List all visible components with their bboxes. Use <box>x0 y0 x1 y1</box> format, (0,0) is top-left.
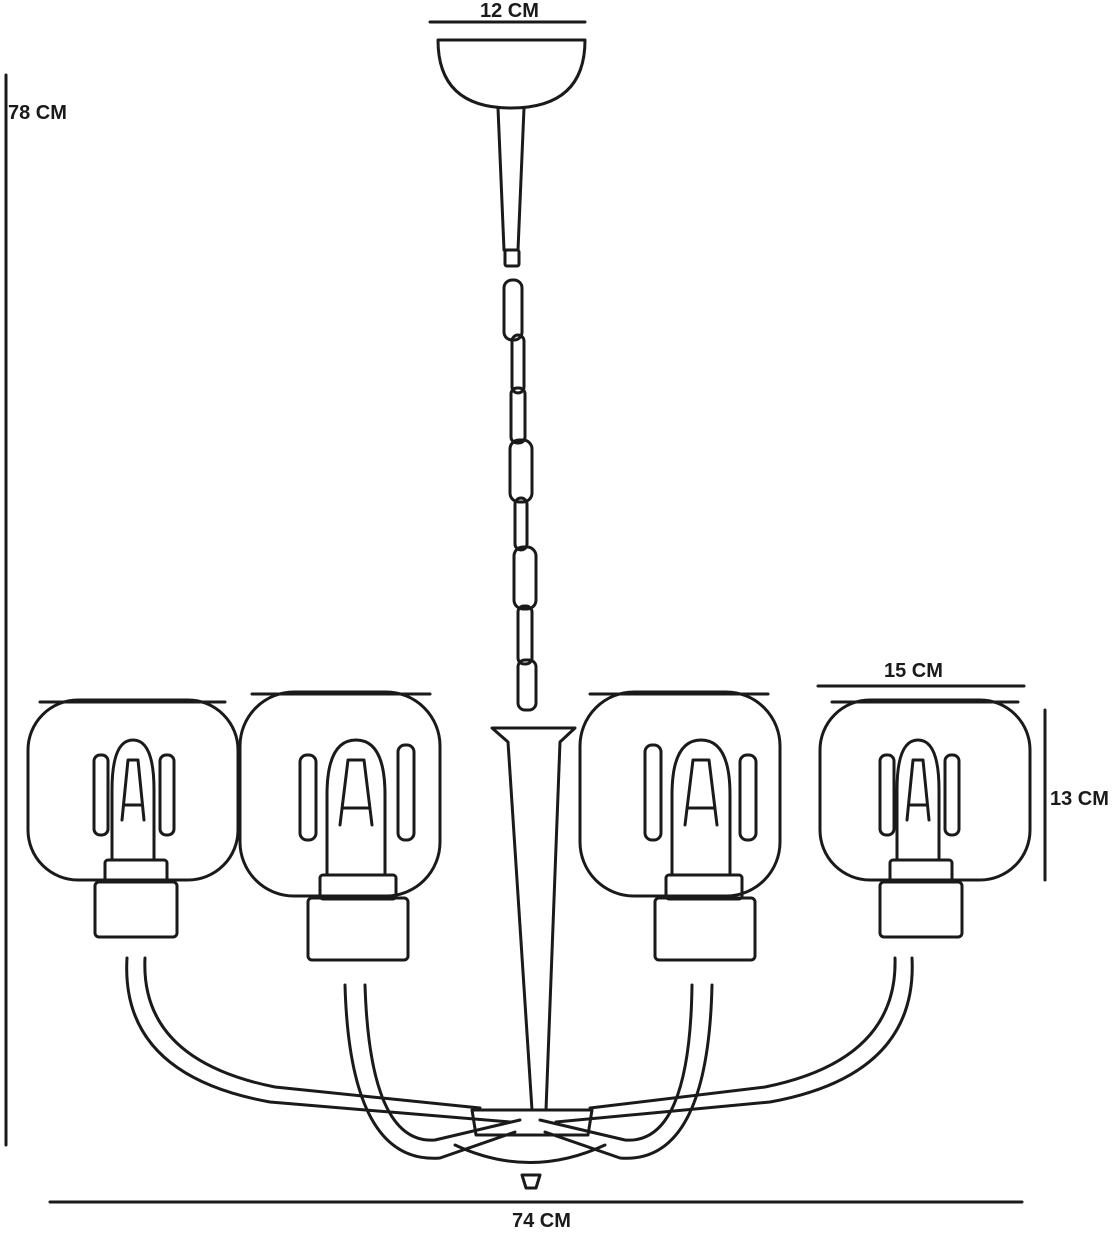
shade-width-label: 15 CM <box>884 660 943 682</box>
chain <box>502 278 538 712</box>
bulb-3 <box>670 738 732 877</box>
shade-height-label: 13 CM <box>1050 788 1109 810</box>
lamp-shade-4 <box>818 698 1032 939</box>
bulb-1 <box>110 738 156 862</box>
bulb-2 <box>325 738 387 877</box>
arm-right-outer <box>554 956 914 1124</box>
center-hub <box>470 1108 594 1137</box>
bottom-finial <box>520 1173 542 1190</box>
arm-right-inner <box>543 983 714 1160</box>
lamp-shade-1 <box>26 698 240 939</box>
lamp-shade-3 <box>578 690 782 962</box>
total-width-label: 74 CM <box>512 1210 571 1232</box>
central-stem <box>490 726 577 1112</box>
lamp-shade-2 <box>238 690 442 962</box>
total-height-label: 78 CM <box>8 102 67 124</box>
ceiling-canopy <box>436 38 587 110</box>
hanging-rod <box>496 106 526 252</box>
canopy-width-label: 12 CM <box>480 0 539 22</box>
arm-left-inner <box>343 983 517 1160</box>
bulb-4 <box>895 738 941 862</box>
rod-collar <box>503 248 521 268</box>
arm-left-outer <box>125 956 512 1124</box>
